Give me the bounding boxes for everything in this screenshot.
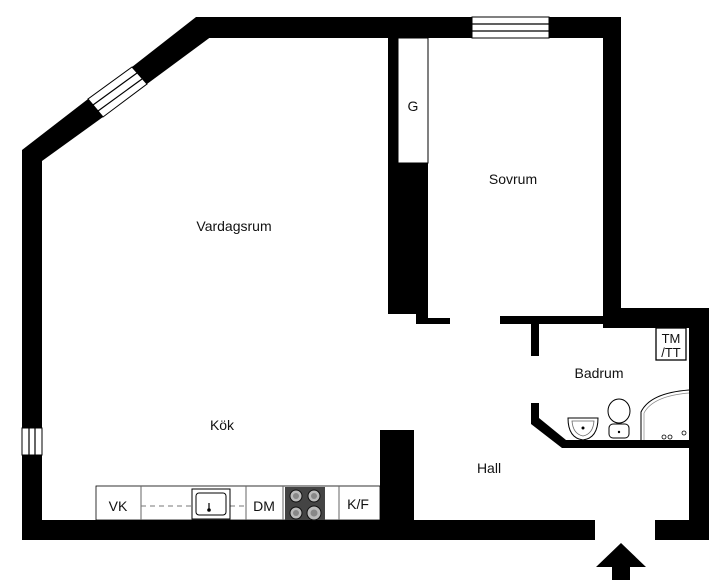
windows	[21, 16, 550, 456]
room-label-bedroom: Sovrum	[489, 171, 537, 187]
washbasin-icon	[567, 417, 599, 441]
room-label-kitchen: Kök	[210, 417, 235, 433]
wardrobe: G	[397, 37, 429, 164]
wardrobe-label: G	[408, 98, 419, 114]
fridge-label: K/F	[347, 496, 369, 512]
room-label-living: Vardagsrum	[196, 218, 271, 234]
shower-icon	[640, 389, 690, 440]
dishwasher-label: DM	[253, 498, 275, 514]
room-label-hall: Hall	[477, 460, 501, 476]
washer-label-line2: /TT	[661, 345, 681, 360]
room-labels: Vardagsrum Sovrum Kök Badrum Hall	[196, 171, 623, 476]
washer-box: TM /TT	[655, 327, 687, 361]
stove-icon	[285, 487, 325, 521]
dishwasher-top-label: VK	[109, 498, 128, 514]
washer-label-line1: TM	[662, 331, 681, 346]
room-label-bathroom: Badrum	[574, 365, 623, 381]
entrance-arrow-icon	[596, 543, 646, 580]
outer-walls	[22, 17, 709, 540]
kitchen-counter: VK DM K/F	[95, 485, 381, 521]
sink-icon	[191, 488, 231, 520]
interior-walls	[380, 38, 689, 530]
toilet-icon	[607, 398, 631, 439]
